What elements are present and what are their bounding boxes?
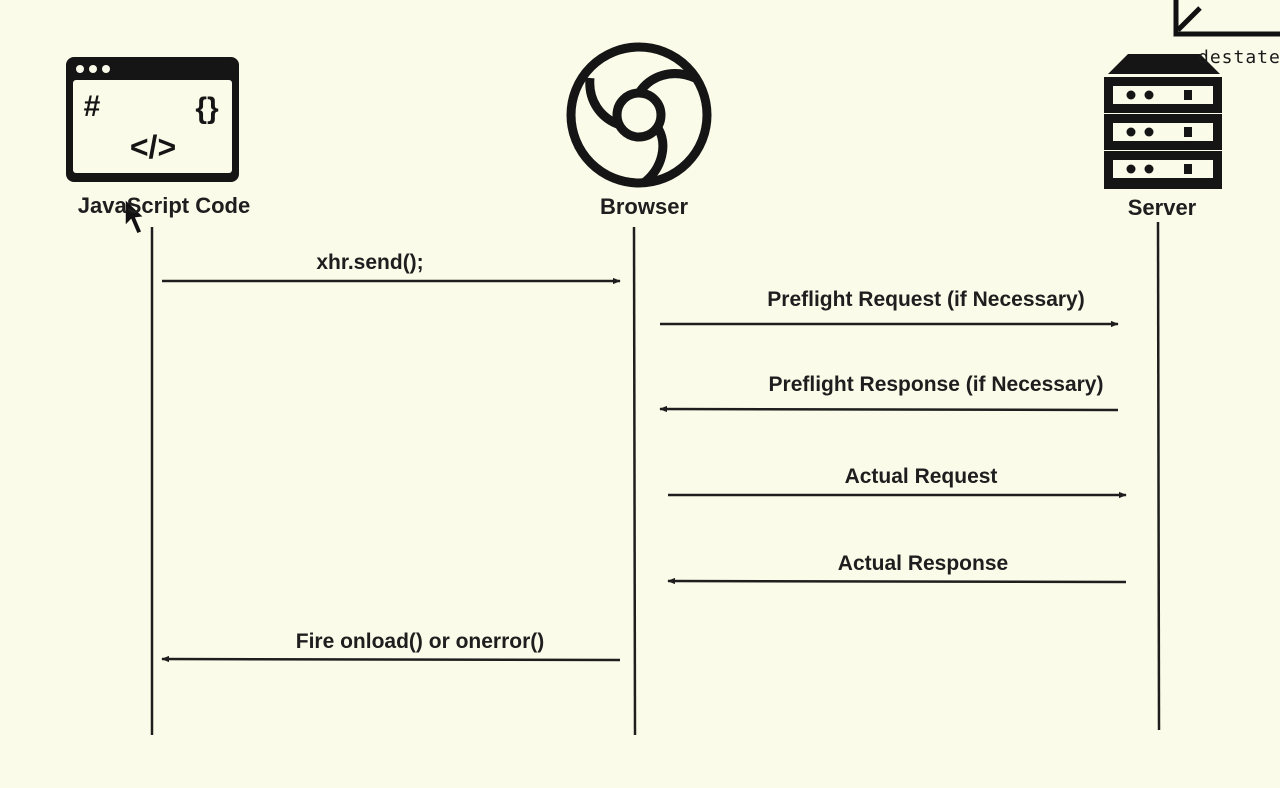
arrow-preflight-response bbox=[659, 405, 1119, 413]
actor-label-browser: Browser bbox=[599, 194, 689, 219]
code-window-icon: # {} </> bbox=[66, 57, 239, 182]
mouse-pointer-icon bbox=[124, 197, 146, 235]
message-label-actual-response: Actual Response bbox=[837, 552, 1009, 575]
actor-label-server: Server bbox=[1127, 195, 1197, 220]
message-label-preflight-request: Preflight Request (if Necessary) bbox=[767, 288, 1085, 311]
lifeline-browser bbox=[632, 226, 637, 736]
message-label-xhr-send: xhr.send(); bbox=[316, 251, 424, 274]
arrow-fire-onload bbox=[161, 655, 621, 663]
message-label-preflight-response: Preflight Response (if Necessary) bbox=[768, 373, 1104, 396]
lifeline-server bbox=[1156, 221, 1161, 731]
message-label-actual-request: Actual Request bbox=[844, 465, 998, 488]
corner-arrow-logo-icon bbox=[1173, 0, 1280, 37]
hash-glyph: # bbox=[84, 90, 101, 123]
tag-glyph: </> bbox=[130, 129, 176, 165]
message-label-fire-onload: Fire onload() or onerror() bbox=[295, 630, 545, 653]
actor-label-javascript-code: JavaScript Code bbox=[77, 193, 251, 218]
browser-logo-icon bbox=[566, 42, 712, 188]
braces-glyph: {} bbox=[195, 92, 219, 125]
server-rack-icon bbox=[1104, 54, 1222, 189]
arrow-actual-response bbox=[667, 577, 1127, 585]
watermark-text: destate bbox=[1198, 47, 1280, 68]
